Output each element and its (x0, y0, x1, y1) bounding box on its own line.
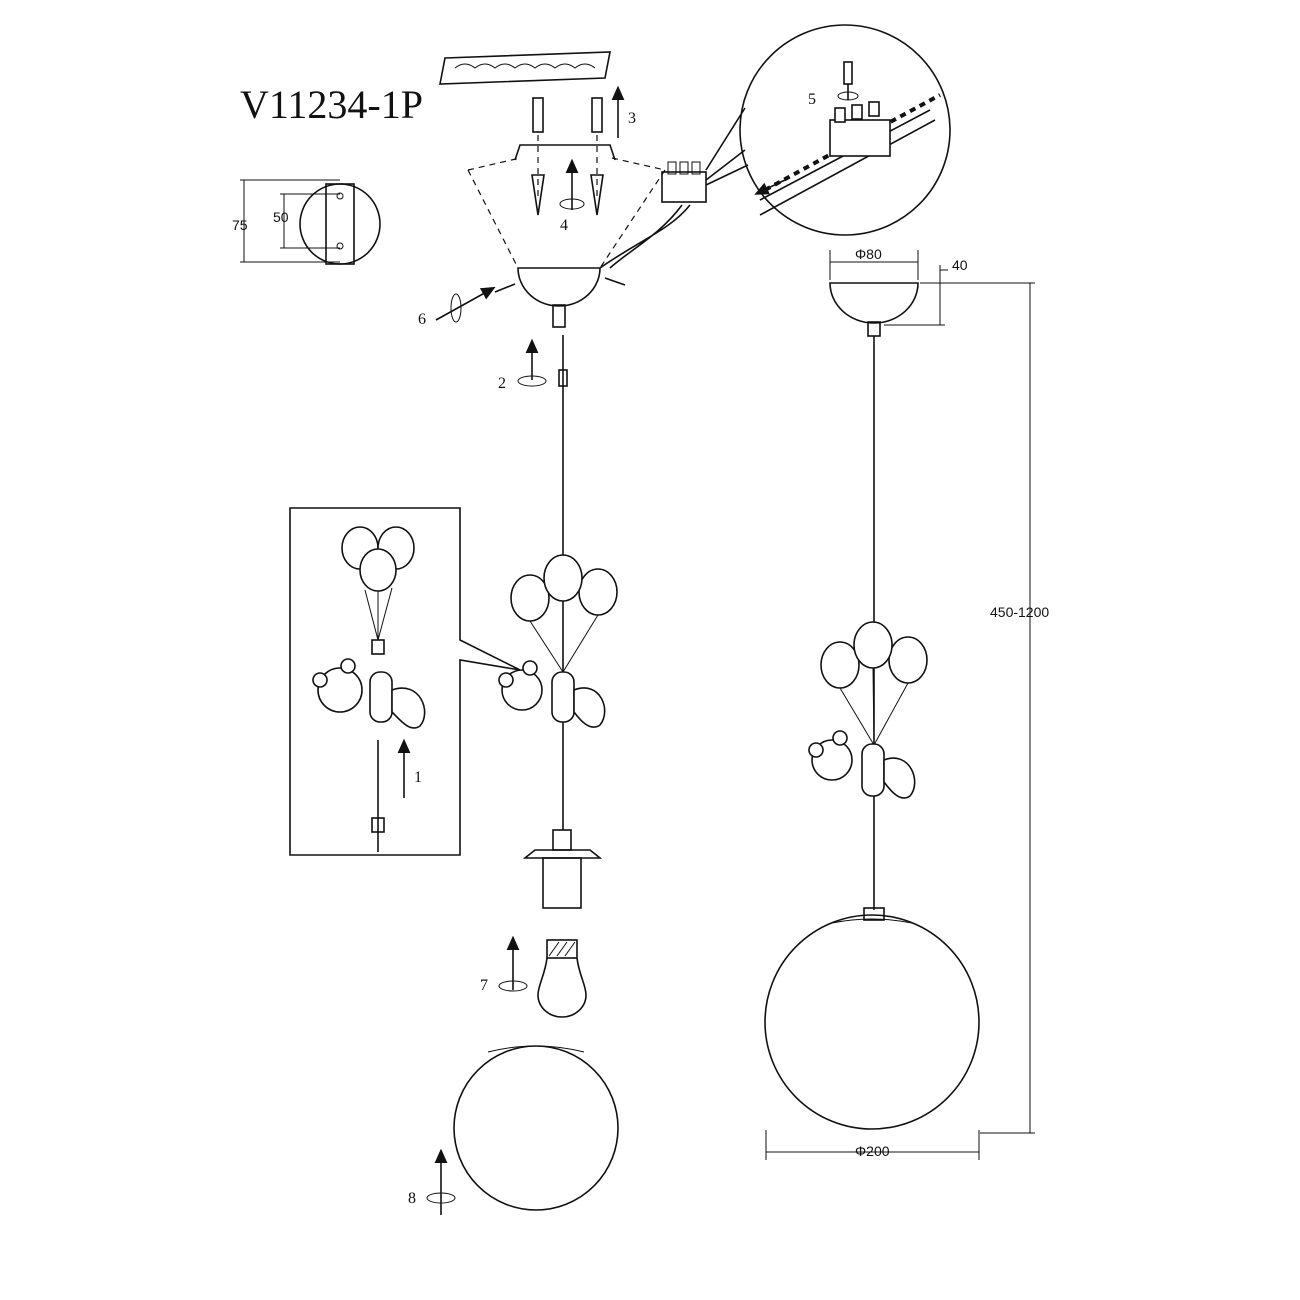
plate-hole-spacing-50: 50 (273, 209, 289, 225)
ceiling-icon (439, 51, 611, 85)
terminal-block (599, 149, 746, 269)
lamp-socket (522, 829, 603, 909)
plate-height-75: 75 (232, 217, 248, 233)
step-8-label: 8 (408, 1190, 416, 1207)
glass-globe-left (453, 1045, 619, 1211)
mount-plate-detail: 75 50 (232, 179, 381, 265)
rotate-icon (498, 980, 528, 992)
inset-detail (289, 507, 521, 856)
balloon-bear-left (498, 554, 618, 728)
wall-anchors-icon (531, 97, 604, 216)
step-2-label: 2 (498, 375, 506, 392)
step-6-arrow (435, 286, 496, 321)
rotate-icon (450, 293, 462, 323)
canopy-diameter: Φ80 (855, 246, 882, 262)
canopy-height: 40 (952, 257, 968, 273)
light-bulb-icon (537, 939, 587, 1018)
step-3-label: 3 (628, 110, 636, 127)
drop-length: 450-1200 (990, 604, 1049, 620)
model-title: V11234-1P (240, 82, 423, 127)
step-6-label: 6 (418, 311, 426, 328)
rotate-icon (559, 198, 585, 210)
assembled-lamp (764, 282, 980, 1130)
rotate-icon (426, 1192, 456, 1204)
step-5-label: 5 (808, 91, 816, 108)
canopy-left (494, 267, 626, 328)
terminal-detail-callout (705, 24, 951, 236)
step-1-label: 1 (414, 769, 422, 786)
rotate-icon (517, 375, 547, 387)
mounting-bracket (467, 144, 666, 269)
step-4-label: 4 (560, 217, 568, 234)
dimension-lines (765, 250, 1035, 1160)
step-7-label: 7 (480, 977, 488, 994)
globe-diameter: Φ200 (855, 1143, 890, 1159)
